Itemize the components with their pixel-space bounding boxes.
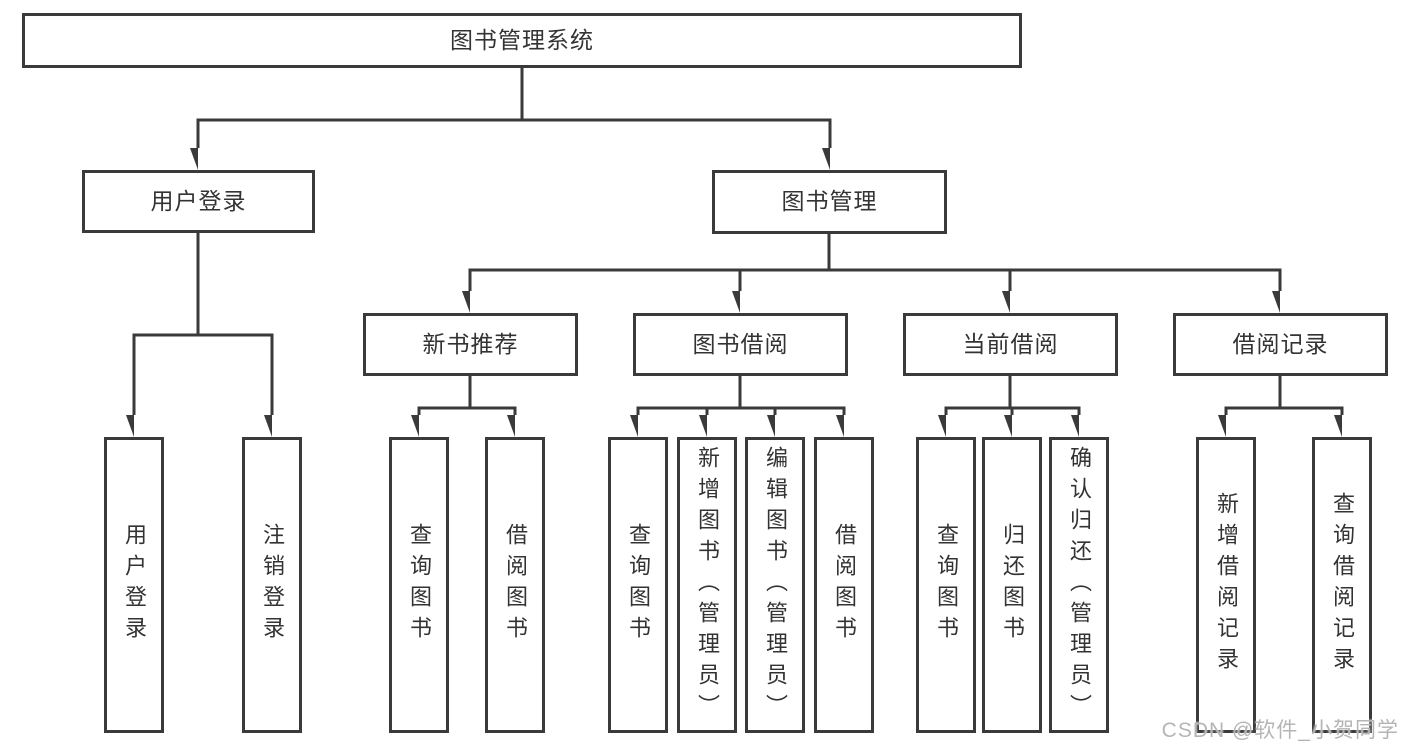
leaf-borrowing-edit-books-admin: 编辑图书（管理员） — [745, 437, 805, 733]
node-new-book-recommend: 新书推荐 — [363, 313, 578, 376]
node-borrowing-records: 借阅记录 — [1173, 313, 1388, 376]
node-root-system: 图书管理系统 — [22, 13, 1022, 68]
leaf-current-query-books: 查询图书 — [916, 437, 976, 733]
leaf-records-query-record: 查询借阅记录 — [1312, 437, 1372, 733]
leaf-borrowing-borrow-books: 借阅图书 — [814, 437, 874, 733]
csdn-watermark: CSDN @软件_小贺同学 — [1161, 719, 1399, 742]
leaf-recommend-query-books: 查询图书 — [389, 437, 449, 733]
leaf-records-add-record: 新增借阅记录 — [1196, 437, 1256, 733]
node-book-management: 图书管理 — [712, 170, 947, 234]
node-user-login: 用户登录 — [82, 170, 315, 233]
leaf-current-return-books: 归还图书 — [982, 437, 1042, 733]
leaf-borrowing-query-books: 查询图书 — [608, 437, 668, 733]
leaf-logout: 注销登录 — [242, 437, 302, 733]
node-current-borrowing: 当前借阅 — [903, 313, 1118, 376]
leaf-borrowing-add-books-admin: 新增图书（管理员） — [677, 437, 737, 733]
leaf-recommend-borrow-books: 借阅图书 — [485, 437, 545, 733]
node-book-borrowing: 图书借阅 — [633, 313, 848, 376]
leaf-current-confirm-return-admin: 确认归还（管理员） — [1049, 437, 1109, 733]
leaf-user-login: 用户登录 — [104, 437, 164, 733]
